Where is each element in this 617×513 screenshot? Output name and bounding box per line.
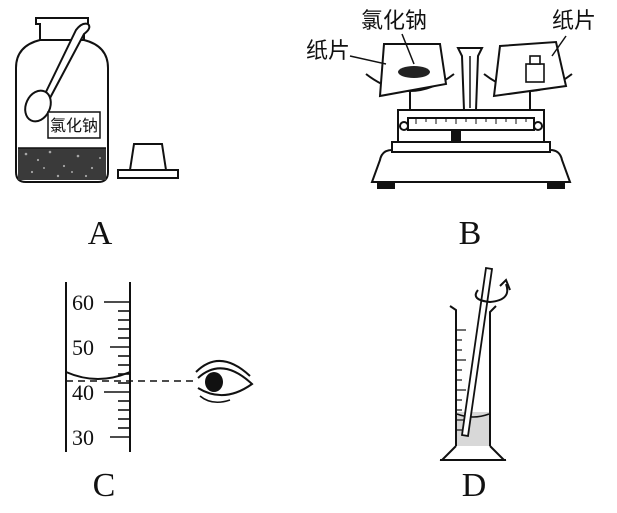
liquid-surface <box>456 413 490 418</box>
panel-d-letter: D <box>462 467 487 504</box>
right-pan <box>483 40 573 98</box>
panel-a-letter: A <box>88 215 113 252</box>
spoon <box>24 22 91 123</box>
leader-salt <box>401 33 415 65</box>
eye-icon <box>195 359 254 404</box>
meniscus <box>65 371 131 380</box>
salt-on-paper <box>398 66 430 78</box>
scale-label-50: 50 <box>72 335 94 360</box>
scale-ticks <box>104 301 130 438</box>
jar-label: 氯化钠 <box>47 111 101 139</box>
cylinder-ticks <box>456 329 466 431</box>
jar-label-text: 氯化钠 <box>50 116 98 135</box>
left-pan <box>365 43 455 98</box>
jar-stopper <box>117 143 179 179</box>
label-paper-left: 纸片 <box>306 39 350 64</box>
label-salt: 氯化钠 <box>361 9 427 34</box>
label-paper-right: 纸片 <box>552 9 596 34</box>
balance-base <box>370 141 572 189</box>
panel-b: 氯化钠 纸片 纸片 B <box>306 9 596 252</box>
scale-label-30: 30 <box>72 425 94 450</box>
leader-paper-left <box>349 55 387 65</box>
balance-pointer <box>456 47 484 111</box>
glass-rod <box>460 266 494 438</box>
panel-c-letter: C <box>93 467 116 504</box>
rotation-arrow-icon <box>474 278 511 304</box>
pan-supports <box>409 92 531 110</box>
panel-c: 60 50 40 30 C <box>65 282 254 504</box>
balance-beam <box>397 109 545 143</box>
graduated-cylinder <box>439 305 507 461</box>
panel-a: 氯化钠 A <box>15 17 179 252</box>
scale-label-60: 60 <box>72 290 94 315</box>
weight <box>525 55 545 83</box>
leader-paper-right <box>551 35 567 57</box>
scale-label-40: 40 <box>72 380 94 405</box>
panel-b-letter: B <box>459 215 482 252</box>
salt-powder-in-jar <box>18 147 106 180</box>
panel-d: D <box>439 266 511 504</box>
